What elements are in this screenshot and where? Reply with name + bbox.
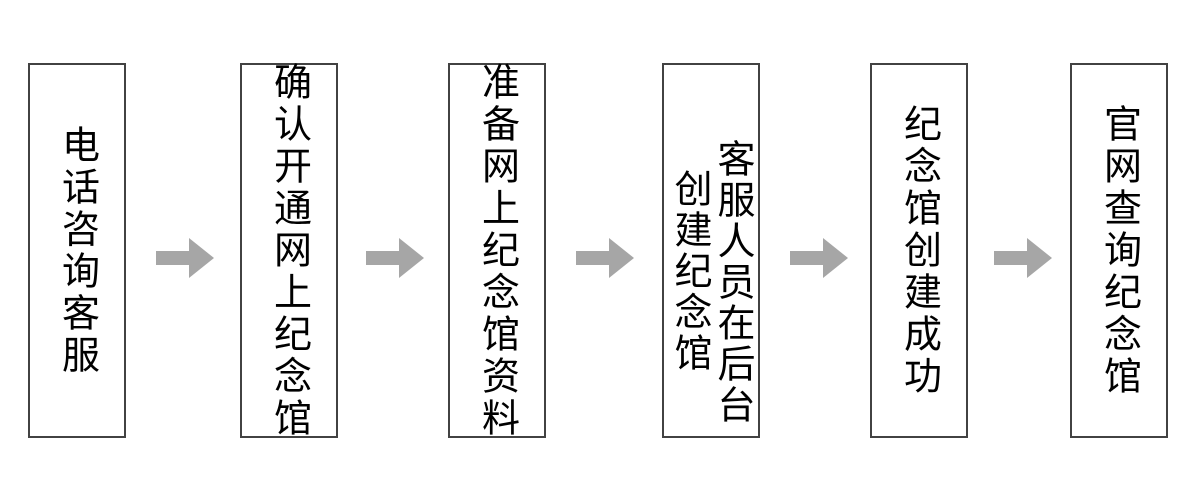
flow-arrow-5 (994, 236, 1052, 280)
flow-step-1-label: 电话咨询客服 (55, 124, 100, 377)
flow-step-5[interactable]: 纪念馆创建成功 (870, 63, 968, 438)
flow-step-4[interactable]: 客服人员在后台 创建纪念馆 (662, 63, 760, 438)
flow-step-2[interactable]: 确认开通网上纪念馆 (240, 61, 338, 440)
flow-arrow-3 (576, 236, 634, 280)
right-arrow-icon (994, 238, 1052, 278)
right-arrow-icon (366, 238, 424, 278)
flow-step-2-label: 确认开通网上纪念馆 (267, 61, 312, 440)
flow-arrow-2 (366, 236, 424, 280)
flow-step-4-label-column-2: 创建纪念馆 (668, 169, 712, 374)
flow-step-6[interactable]: 官网查询纪念馆 (1070, 63, 1168, 438)
right-arrow-icon (156, 238, 214, 278)
flow-step-5-label: 纪念馆创建成功 (897, 103, 942, 398)
flow-step-3[interactable]: 准备网上纪念馆资料 (448, 61, 546, 440)
flow-arrow-4 (790, 236, 848, 280)
flow-step-4-label-column-1: 客服人员在后台 (710, 139, 755, 426)
flow-step-6-label: 官网查询纪念馆 (1097, 103, 1142, 398)
right-arrow-icon (576, 238, 634, 278)
flow-arrow-1 (156, 236, 214, 280)
flow-step-1[interactable]: 电话咨询客服 (28, 63, 126, 438)
right-arrow-icon (790, 238, 848, 278)
flow-step-3-label: 准备网上纪念馆资料 (475, 61, 520, 440)
